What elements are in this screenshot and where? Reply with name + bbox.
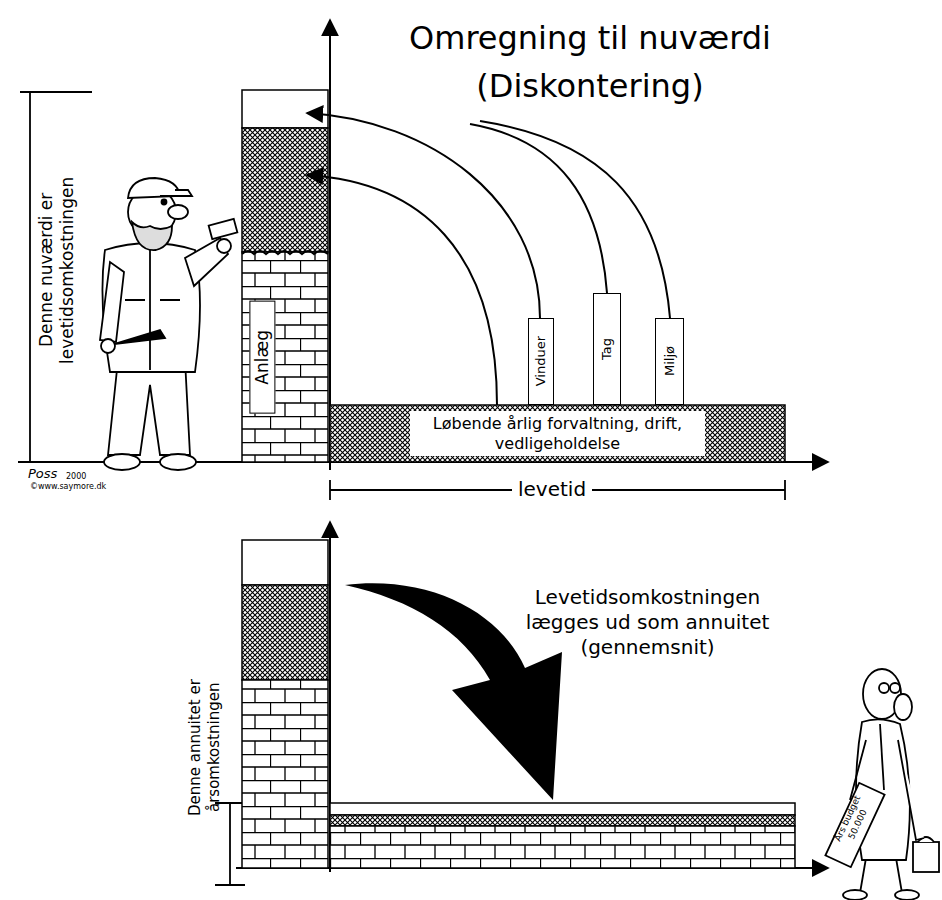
brick-layer bbox=[330, 826, 795, 868]
node-text: Løbende årlig forvaltning, drift, vedlig… bbox=[410, 411, 705, 455]
signature-year: 2000 bbox=[66, 472, 86, 482]
brick-segment bbox=[242, 680, 328, 868]
value-bracket bbox=[20, 92, 92, 462]
hatched-segment bbox=[242, 128, 328, 252]
node-text: Anlæg bbox=[249, 301, 275, 414]
node-text: Tag bbox=[599, 338, 615, 360]
axis-note: Denne nuværdi er levetidsomkostningen bbox=[36, 150, 88, 390]
brick-column-fill bbox=[242, 252, 328, 462]
running-cost-band: Løbende årlig forvaltning, drift, vedlig… bbox=[330, 405, 785, 462]
environment-post: Miljø bbox=[655, 318, 684, 405]
diagram-title: Omregning til nuværdi (Diskontering) bbox=[370, 14, 810, 110]
annuity-bracket bbox=[215, 803, 245, 885]
discount-arrow bbox=[470, 124, 607, 293]
signature: Poss bbox=[28, 466, 57, 482]
annuity-note: Levetidsomkostningen lægges ud som annui… bbox=[495, 585, 800, 660]
white-segment bbox=[242, 540, 328, 585]
roof-post: Tag bbox=[593, 293, 621, 405]
brick-column: Anlæg bbox=[242, 252, 328, 462]
y-axis bbox=[329, 20, 331, 470]
worker-figure bbox=[100, 178, 237, 470]
axis-note: Denne annuitet er årsomkostningen bbox=[186, 640, 230, 855]
discount-arrow bbox=[480, 121, 670, 318]
band-fill bbox=[330, 405, 785, 462]
white-segment bbox=[242, 90, 328, 128]
hatched-layer bbox=[330, 815, 795, 826]
hatched-segment bbox=[242, 585, 328, 680]
window-post: Vinduer bbox=[528, 318, 554, 405]
mortar-edge bbox=[242, 251, 328, 254]
lifetime-label: levetid bbox=[512, 477, 592, 502]
node-text: Miljø bbox=[662, 346, 678, 376]
discount-arrow bbox=[307, 175, 497, 405]
node-text: Vinduer bbox=[533, 336, 549, 386]
official-figure bbox=[825, 669, 939, 900]
copyright-note: ©www.saymore.dk bbox=[30, 482, 106, 492]
white-layer bbox=[330, 803, 795, 815]
discount-arrow bbox=[307, 113, 540, 318]
